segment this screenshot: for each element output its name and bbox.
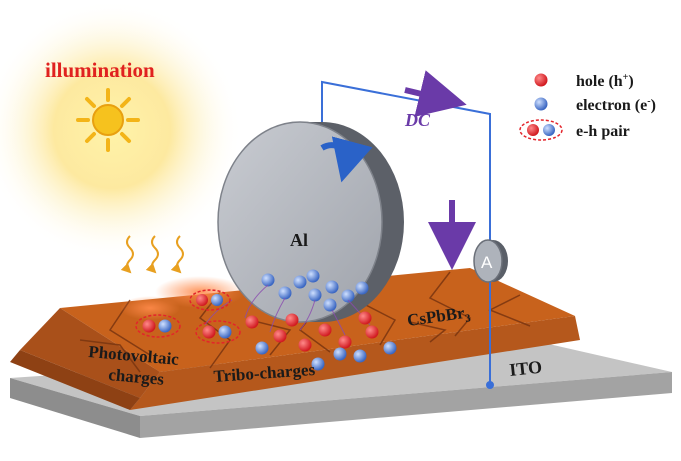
tribo-holes [245,311,379,352]
dc-label: DC [404,110,431,130]
sun-icon [76,88,140,152]
eh-pair [195,320,241,344]
light-ray-icon [120,235,184,274]
photovoltaic-label-line2: charges [108,365,166,389]
dc-current-arrow [404,70,467,117]
tribo-electrons [255,341,397,371]
ammeter-icon [473,239,508,283]
legend: hole (h+) electron (e-) e-h pair [519,72,656,141]
disk-label: Al [290,230,308,250]
legend-electron-label: electron (e-) [576,96,656,114]
legend-electron-marker [534,97,548,111]
sun-glow [0,0,242,260]
substrate-label: ITO [508,357,543,380]
legend-pair-marker [519,119,563,141]
rotation-arrow-icon [320,136,373,183]
illumination-hotspot [120,296,180,320]
circuit-wire [321,80,494,389]
legend-hole-label: hole (h+) [576,72,634,90]
illumination-label: illumination [45,58,155,82]
legend-hole-marker [534,73,548,87]
ammeter-label: A [481,253,493,272]
eh-pair [135,314,181,338]
legend-pair-label: e-h pair [576,123,630,140]
disk-electrons [261,269,369,312]
eh-pair [189,289,231,311]
